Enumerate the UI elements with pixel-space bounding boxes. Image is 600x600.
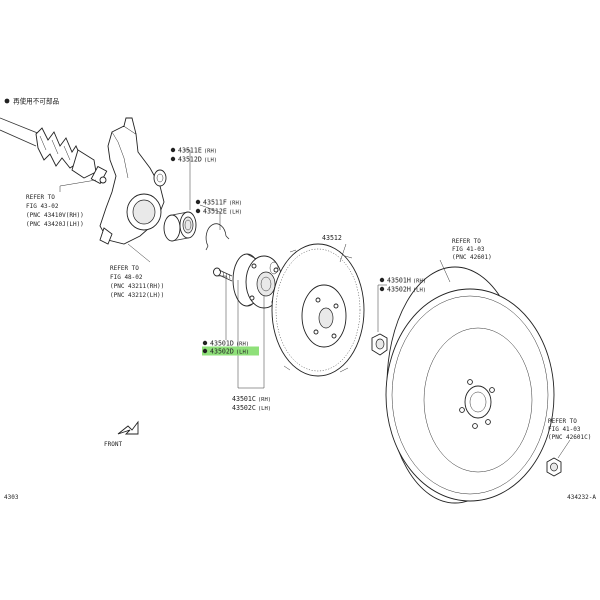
bullet-icon — [202, 340, 208, 346]
wheel — [385, 266, 555, 504]
svg-text:43502D(LH): 43502D(LH) — [210, 348, 249, 356]
label-43502H: 43502H(LH) — [379, 286, 426, 294]
ref-wheel: REFER TO FIG 41-03 (PNC 42601) — [452, 238, 492, 261]
hub-bearing — [163, 211, 197, 242]
svg-text:43502C(LH): 43502C(LH) — [232, 404, 271, 412]
svg-text:(PNC 43410V(RH)): (PNC 43410V(RH)) — [26, 212, 84, 219]
front-label: FRONT — [104, 441, 122, 448]
label-43511F: 43511F(RH) — [195, 199, 242, 207]
label-43501D: 43501D(RH) — [202, 340, 249, 348]
svg-text:43511F(RH): 43511F(RH) — [203, 199, 242, 207]
label-43501C: 43501C(RH) — [232, 395, 271, 403]
svg-text:(PNC 43211(RH)): (PNC 43211(RH)) — [110, 283, 164, 290]
svg-text:REFER TO: REFER TO — [110, 265, 139, 272]
svg-text:43501C(RH): 43501C(RH) — [232, 395, 271, 403]
bullet-icon — [195, 208, 201, 214]
highlight-box — [202, 346, 259, 356]
hub-nut — [371, 333, 388, 356]
svg-text:(PNC 43420J(LH)): (PNC 43420J(LH)) — [26, 221, 84, 228]
label-43502D-highlighted[interactable]: 43502D(LH) — [202, 346, 259, 356]
svg-text:43512E(LH): 43512E(LH) — [203, 208, 242, 216]
leader-lines — [59, 149, 571, 459]
svg-text:FIG 43-02: FIG 43-02 — [26, 203, 59, 210]
snap-ring — [205, 223, 230, 251]
bullet-icon — [170, 147, 176, 153]
label-43512D: 43512D(LH) — [170, 156, 217, 164]
label-43502C: 43502C(LH) — [232, 404, 271, 412]
svg-text:FIG 41-03: FIG 41-03 — [452, 246, 485, 253]
bullet-icon — [202, 348, 208, 354]
reuse-bullet-icon — [4, 98, 10, 104]
bullet-icon — [379, 286, 385, 292]
svg-text:REFER TO: REFER TO — [26, 194, 55, 201]
svg-text:43502H(LH): 43502H(LH) — [387, 286, 426, 294]
svg-text:FIG 41-03: FIG 41-03 — [548, 426, 581, 433]
bullet-icon — [170, 156, 176, 162]
svg-text:43501H(RH): 43501H(RH) — [387, 277, 426, 285]
svg-text:(PNC 42601C): (PNC 42601C) — [548, 434, 591, 441]
disc-rotor — [271, 243, 365, 377]
label-43501H: 43501H(RH) — [379, 277, 426, 285]
footer-figure-number: 4303 — [4, 494, 19, 501]
bullet-icon — [195, 199, 201, 205]
drive-shaft — [0, 117, 108, 185]
svg-text:(PNC 42601): (PNC 42601) — [452, 254, 492, 261]
svg-text:43511E(RH): 43511E(RH) — [178, 147, 217, 155]
label-43512E: 43512E(LH) — [195, 208, 242, 216]
non-reusable-note: 再使用不可部品 — [13, 97, 60, 106]
svg-text:(PNC 43212(LH)): (PNC 43212(LH)) — [110, 292, 164, 299]
svg-text:REFER TO: REFER TO — [452, 238, 481, 245]
wheel-nut — [546, 457, 562, 477]
footer-diagram-id: 434232-A — [567, 494, 596, 501]
ref-nut: REFER TO FIG 41-03 (PNC 42601C) — [548, 418, 591, 441]
hub-bolt — [213, 267, 233, 282]
label-43511E: 43511E(RH) — [170, 147, 217, 155]
svg-text:43501D(RH): 43501D(RH) — [210, 340, 249, 348]
svg-text:43512D(LH): 43512D(LH) — [178, 156, 217, 164]
svg-text:REFER TO: REFER TO — [548, 418, 577, 425]
ref-knuckle: REFER TO FIG 48-02 (PNC 43211(RH)) (PNC … — [110, 265, 164, 299]
steering-knuckle — [99, 117, 167, 245]
svg-text:FIG 48-02: FIG 48-02 — [110, 274, 143, 281]
label-43512: 43512 — [322, 234, 342, 242]
front-direction-arrow-icon — [117, 420, 139, 435]
ref-driveshaft: REFER TO FIG 43-02 (PNC 43410V(RH)) (PNC… — [26, 194, 84, 228]
bullet-icon — [379, 277, 385, 283]
